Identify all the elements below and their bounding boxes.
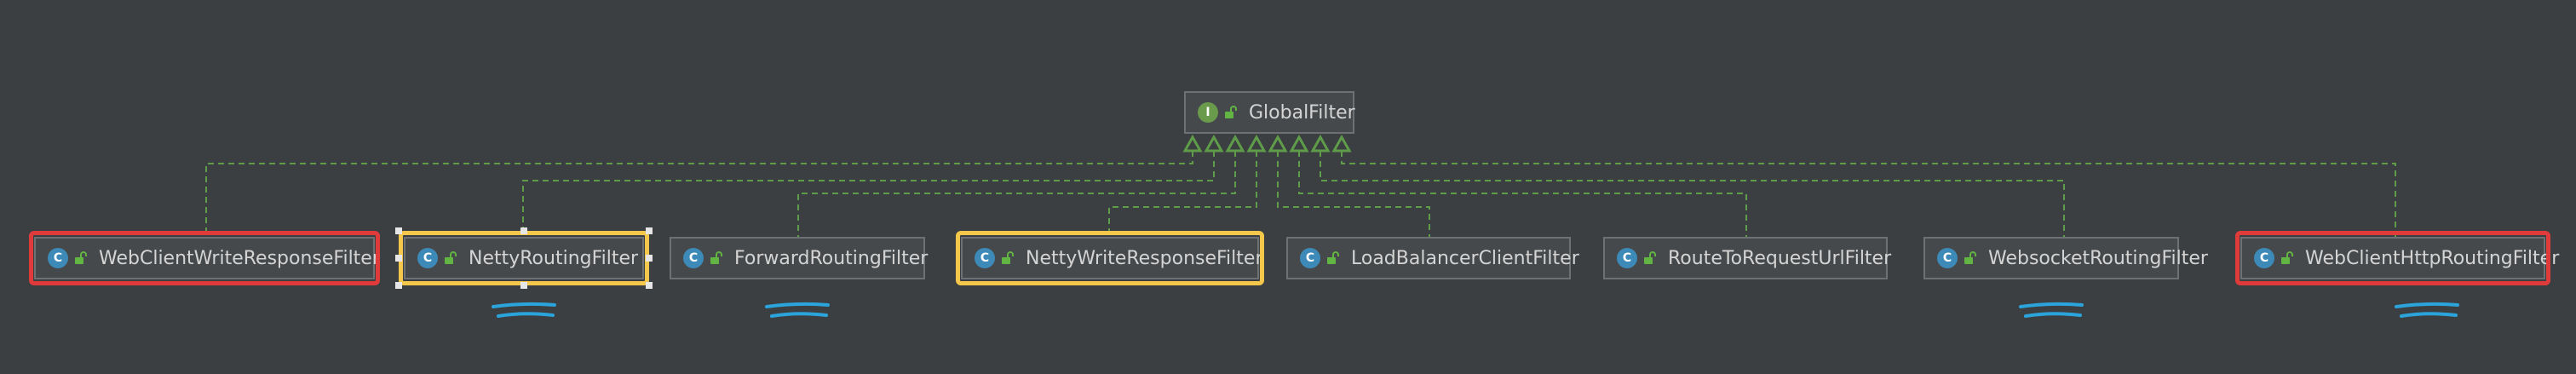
- selection-handle[interactable]: [395, 227, 402, 234]
- inheritance-arrow-n7: [1310, 134, 1331, 152]
- unlock-icon: [1327, 251, 1339, 264]
- unlock-icon: [710, 251, 722, 264]
- unlock-icon: [1225, 106, 1237, 118]
- class-icon: C: [417, 248, 438, 268]
- node-web-client-write-response-filter[interactable]: C WebClientWriteResponseFilter: [34, 237, 380, 279]
- node-global-filter[interactable]: I GlobalFilter: [1184, 91, 1355, 134]
- node-netty-write-response-filter[interactable]: C NettyWriteResponseFilter: [961, 237, 1263, 279]
- node-websocket-routing-filter[interactable]: C WebsocketRoutingFilter: [1923, 237, 2208, 279]
- selection-handle[interactable]: [520, 282, 527, 289]
- inheritance-arrow-n1: [1182, 134, 1203, 152]
- inheritance-arrow-n5: [1268, 134, 1288, 152]
- scribble-mark-n8: [2395, 302, 2459, 318]
- node-label: ForwardRoutingFilter: [734, 247, 929, 269]
- node-label: WebsocketRoutingFilter: [1988, 247, 2208, 269]
- node-route-to-request-url-filter[interactable]: C RouteToRequestUrlFilter: [1603, 237, 1892, 279]
- inheritance-arrow-n6: [1289, 134, 1309, 152]
- unlock-icon: [1002, 251, 1014, 264]
- node-web-client-http-routing-filter[interactable]: C WebClientHttpRoutingFilter: [2240, 237, 2559, 279]
- node-netty-routing-filter[interactable]: C NettyRoutingFilter: [404, 237, 644, 279]
- node-label: LoadBalancerClientFilter: [1351, 247, 1579, 269]
- inheritance-arrow-n2: [1204, 134, 1224, 152]
- inheritance-edge-n6: [1298, 151, 1747, 237]
- scribble-mark-n3: [765, 302, 830, 318]
- inheritance-edge-n2: [522, 151, 1215, 237]
- selection-handle[interactable]: [395, 255, 402, 262]
- node-label: NettyRoutingFilter: [469, 247, 639, 269]
- unlock-icon: [445, 251, 457, 264]
- inheritance-edge-n7: [1320, 151, 2065, 237]
- node-label: NettyWriteResponseFilter: [1026, 247, 1263, 269]
- node-load-balancer-client-filter[interactable]: C LoadBalancerClientFilter: [1286, 237, 1579, 279]
- inheritance-arrow-n4: [1246, 134, 1267, 152]
- node-label: RouteToRequestUrlFilter: [1668, 247, 1892, 269]
- inheritance-edge-n3: [797, 151, 1236, 237]
- node-forward-routing-filter[interactable]: C ForwardRoutingFilter: [670, 237, 929, 279]
- inheritance-edge-n1: [205, 151, 1193, 237]
- unlock-icon: [2281, 251, 2293, 264]
- inheritance-edge-n8: [1341, 151, 2396, 237]
- node-label: WebClientHttpRoutingFilter: [2305, 247, 2560, 269]
- unlock-icon: [1964, 251, 1976, 264]
- selection-handle[interactable]: [646, 227, 653, 234]
- class-icon: C: [48, 248, 68, 268]
- class-icon: C: [2254, 248, 2274, 268]
- class-icon: C: [1617, 248, 1637, 268]
- class-icon: C: [975, 248, 995, 268]
- scribble-mark-n2: [492, 302, 556, 318]
- interface-icon: I: [1198, 102, 1218, 123]
- unlock-icon: [1644, 251, 1656, 264]
- unlock-icon: [75, 251, 87, 264]
- class-icon: C: [683, 248, 704, 268]
- class-icon: C: [1937, 248, 1958, 268]
- inheritance-edge-n4: [1108, 151, 1257, 237]
- node-label: WebClientWriteResponseFilter: [99, 247, 380, 269]
- selection-handle[interactable]: [646, 282, 653, 289]
- class-icon: C: [1300, 248, 1320, 268]
- selection-handle[interactable]: [646, 255, 653, 262]
- selection-handle[interactable]: [395, 282, 402, 289]
- scribble-mark-n7: [2019, 302, 2084, 318]
- inheritance-arrow-n8: [1331, 134, 1352, 152]
- selection-handle[interactable]: [520, 227, 527, 234]
- node-label: GlobalFilter: [1249, 101, 1355, 124]
- inheritance-arrow-n3: [1225, 134, 1245, 152]
